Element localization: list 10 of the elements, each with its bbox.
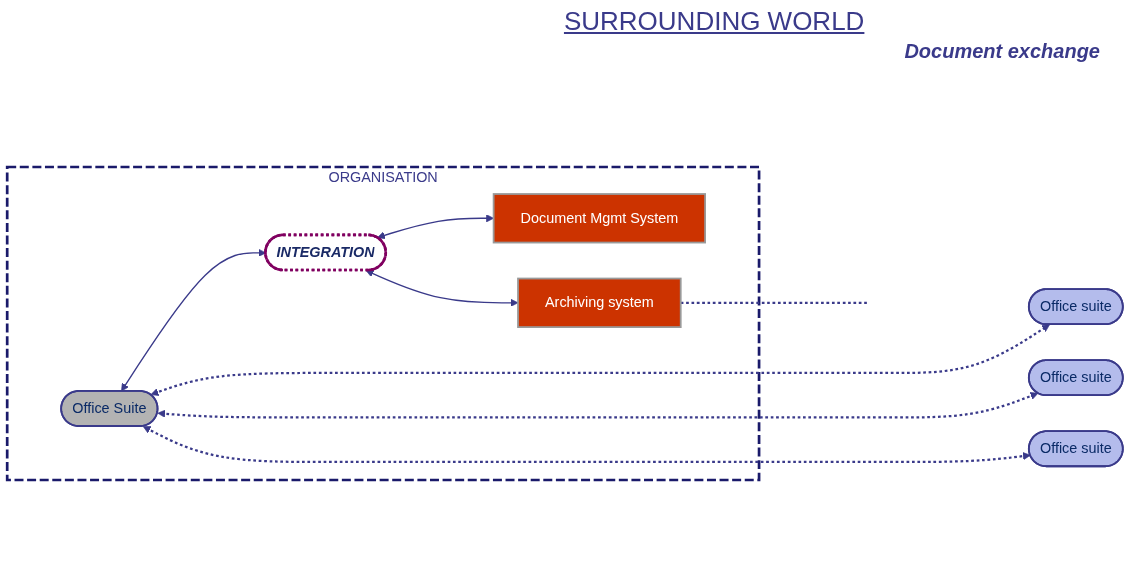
arrow	[150, 324, 1050, 396]
arrow	[142, 426, 1031, 464]
connector	[680, 301, 867, 304]
node-box: Document Mgmt System	[492, 193, 706, 244]
section-heading: SURROUNDING WORLD	[563, 6, 865, 37]
arrow	[157, 392, 1039, 419]
annotation-text: Document exchange	[904, 40, 1100, 63]
arrow	[365, 269, 519, 307]
node-box: Archiving system	[517, 277, 682, 328]
arrow	[377, 214, 494, 240]
